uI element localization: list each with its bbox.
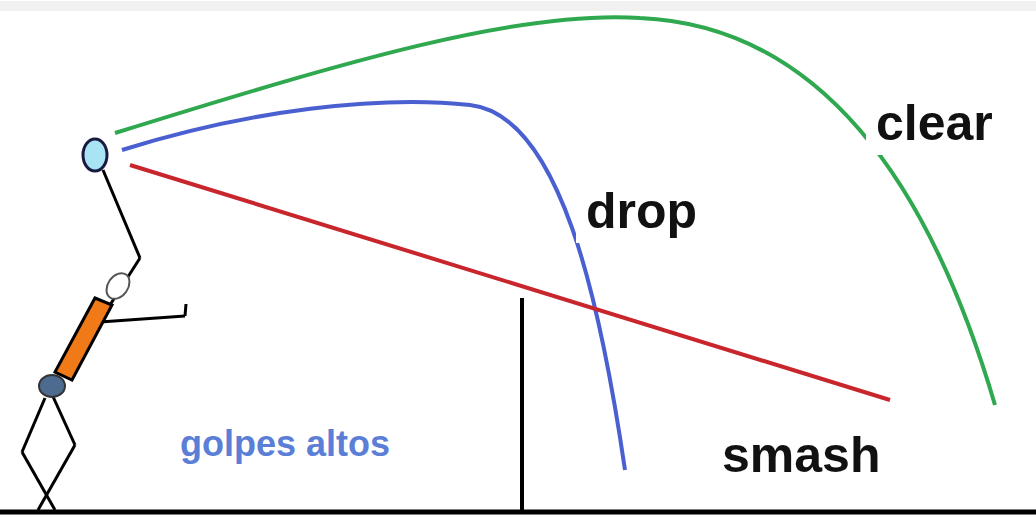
caption-label: golpes altos: [170, 420, 400, 468]
player-figure: [22, 139, 186, 510]
drop-trajectory: [122, 102, 625, 470]
net: [520, 298, 524, 512]
ground-line: [0, 510, 1036, 515]
clear-trajectory: [115, 17, 995, 405]
faded-court: [0, 1, 1036, 11]
smash-trajectory: [130, 165, 890, 400]
stroke-label: clear: [866, 92, 1003, 155]
stroke-label: smash: [712, 424, 890, 487]
stroke-label: drop: [576, 180, 707, 243]
